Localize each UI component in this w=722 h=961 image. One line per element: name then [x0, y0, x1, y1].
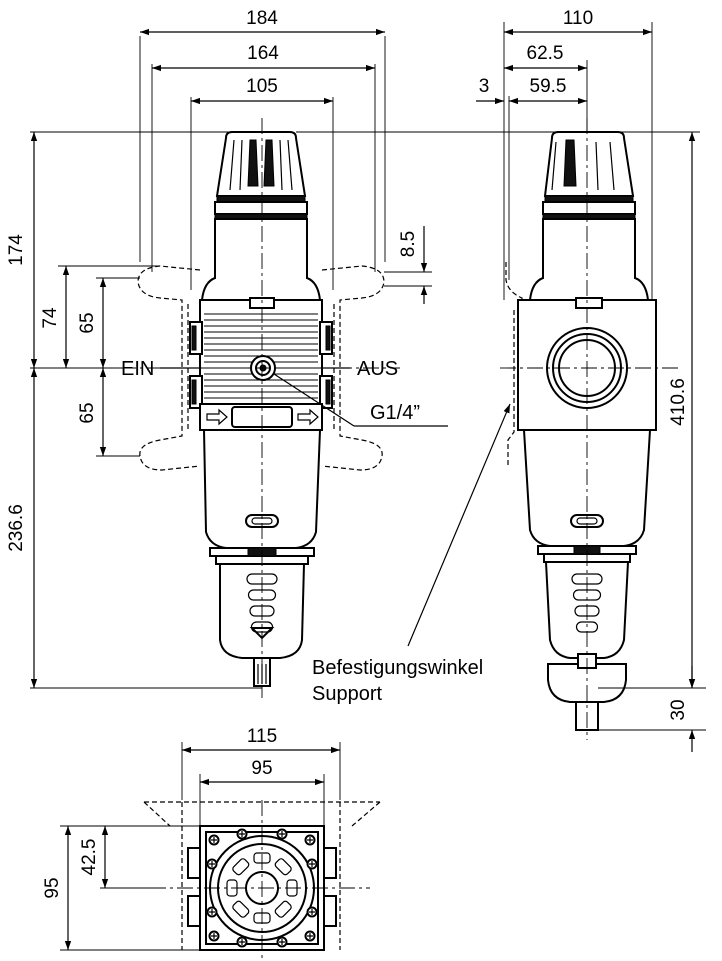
front-bonnet — [200, 218, 322, 301]
dim-65-lower: 65 — [77, 402, 98, 423]
dim-110: 110 — [563, 8, 593, 29]
knob-lobe — [274, 858, 292, 876]
top-dimension-lines — [64, 746, 340, 950]
dim-3: 3 — [479, 76, 490, 97]
side-adjusting-knob — [542, 131, 636, 220]
dim-95-height: 95 — [42, 877, 63, 898]
side-view — [500, 118, 680, 740]
dim-30: 30 — [668, 699, 689, 720]
bracket-leader — [407, 403, 511, 647]
side-bonnet — [528, 218, 650, 301]
screw-slot — [239, 939, 245, 945]
screw-slot — [211, 837, 217, 843]
dim-62-5: 62.5 — [527, 43, 564, 64]
top-mounting-bracket — [143, 801, 381, 950]
front-louvers — [204, 313, 318, 399]
screw-slot — [309, 909, 315, 915]
side-mounting-bracket — [505, 262, 523, 468]
dim-410-6: 410.6 — [668, 378, 689, 426]
side-dimension-lines — [476, 28, 696, 752]
side-dimension-text: 110 62.5 59.5 3 410.6 30 — [479, 8, 689, 721]
gauge-port-leader — [273, 373, 448, 427]
dim-59-5: 59.5 — [530, 76, 567, 97]
knob-lobe — [274, 900, 292, 918]
dim-164: 164 — [247, 43, 279, 64]
front-extension-lines — [30, 36, 432, 689]
dim-8-5: 8.5 — [398, 231, 419, 257]
top-knob-lobes — [226, 852, 298, 924]
knob-lobe — [232, 900, 250, 918]
front-dimension-lines — [30, 28, 428, 688]
front-adjusting-knob — [214, 131, 308, 220]
screw-slot — [279, 939, 285, 945]
front-view — [120, 118, 400, 698]
inlet-label: EIN — [121, 358, 154, 380]
gauge-port-label: G1/4” — [370, 402, 420, 424]
dim-74: 74 — [40, 307, 61, 329]
dim-236-6: 236.6 — [6, 504, 27, 552]
front-dimension-text: 184 164 105 174 74 65 65 236.6 8.5 — [6, 8, 419, 552]
front-mounting-bracket — [137, 265, 385, 471]
screw-slot — [211, 933, 217, 939]
dim-105: 105 — [246, 76, 278, 97]
bracket-label-de: Befestigungswinkel — [312, 657, 483, 679]
dim-184: 184 — [246, 8, 278, 29]
knob-lobe — [232, 858, 250, 876]
dim-65-upper: 65 — [77, 312, 98, 333]
screw-slot — [209, 861, 215, 867]
screw-slot — [307, 837, 313, 843]
dim-174: 174 — [6, 234, 27, 266]
bracket-label-fr: Support — [312, 683, 382, 705]
screw-slot — [279, 831, 285, 837]
front-body — [189, 297, 333, 431]
screw-slot — [239, 831, 245, 837]
screw-slot — [209, 909, 215, 915]
top-view — [143, 800, 381, 960]
dim-95-width: 95 — [251, 758, 272, 779]
screw-slot — [307, 933, 313, 939]
screw-slot — [309, 861, 315, 867]
dim-42-5: 42.5 — [79, 839, 100, 876]
dim-115: 115 — [247, 726, 277, 747]
top-dimension-text: 115 95 42.5 95 — [42, 726, 277, 899]
top-screws — [206, 828, 318, 948]
outlet-label: AUS — [357, 358, 398, 380]
